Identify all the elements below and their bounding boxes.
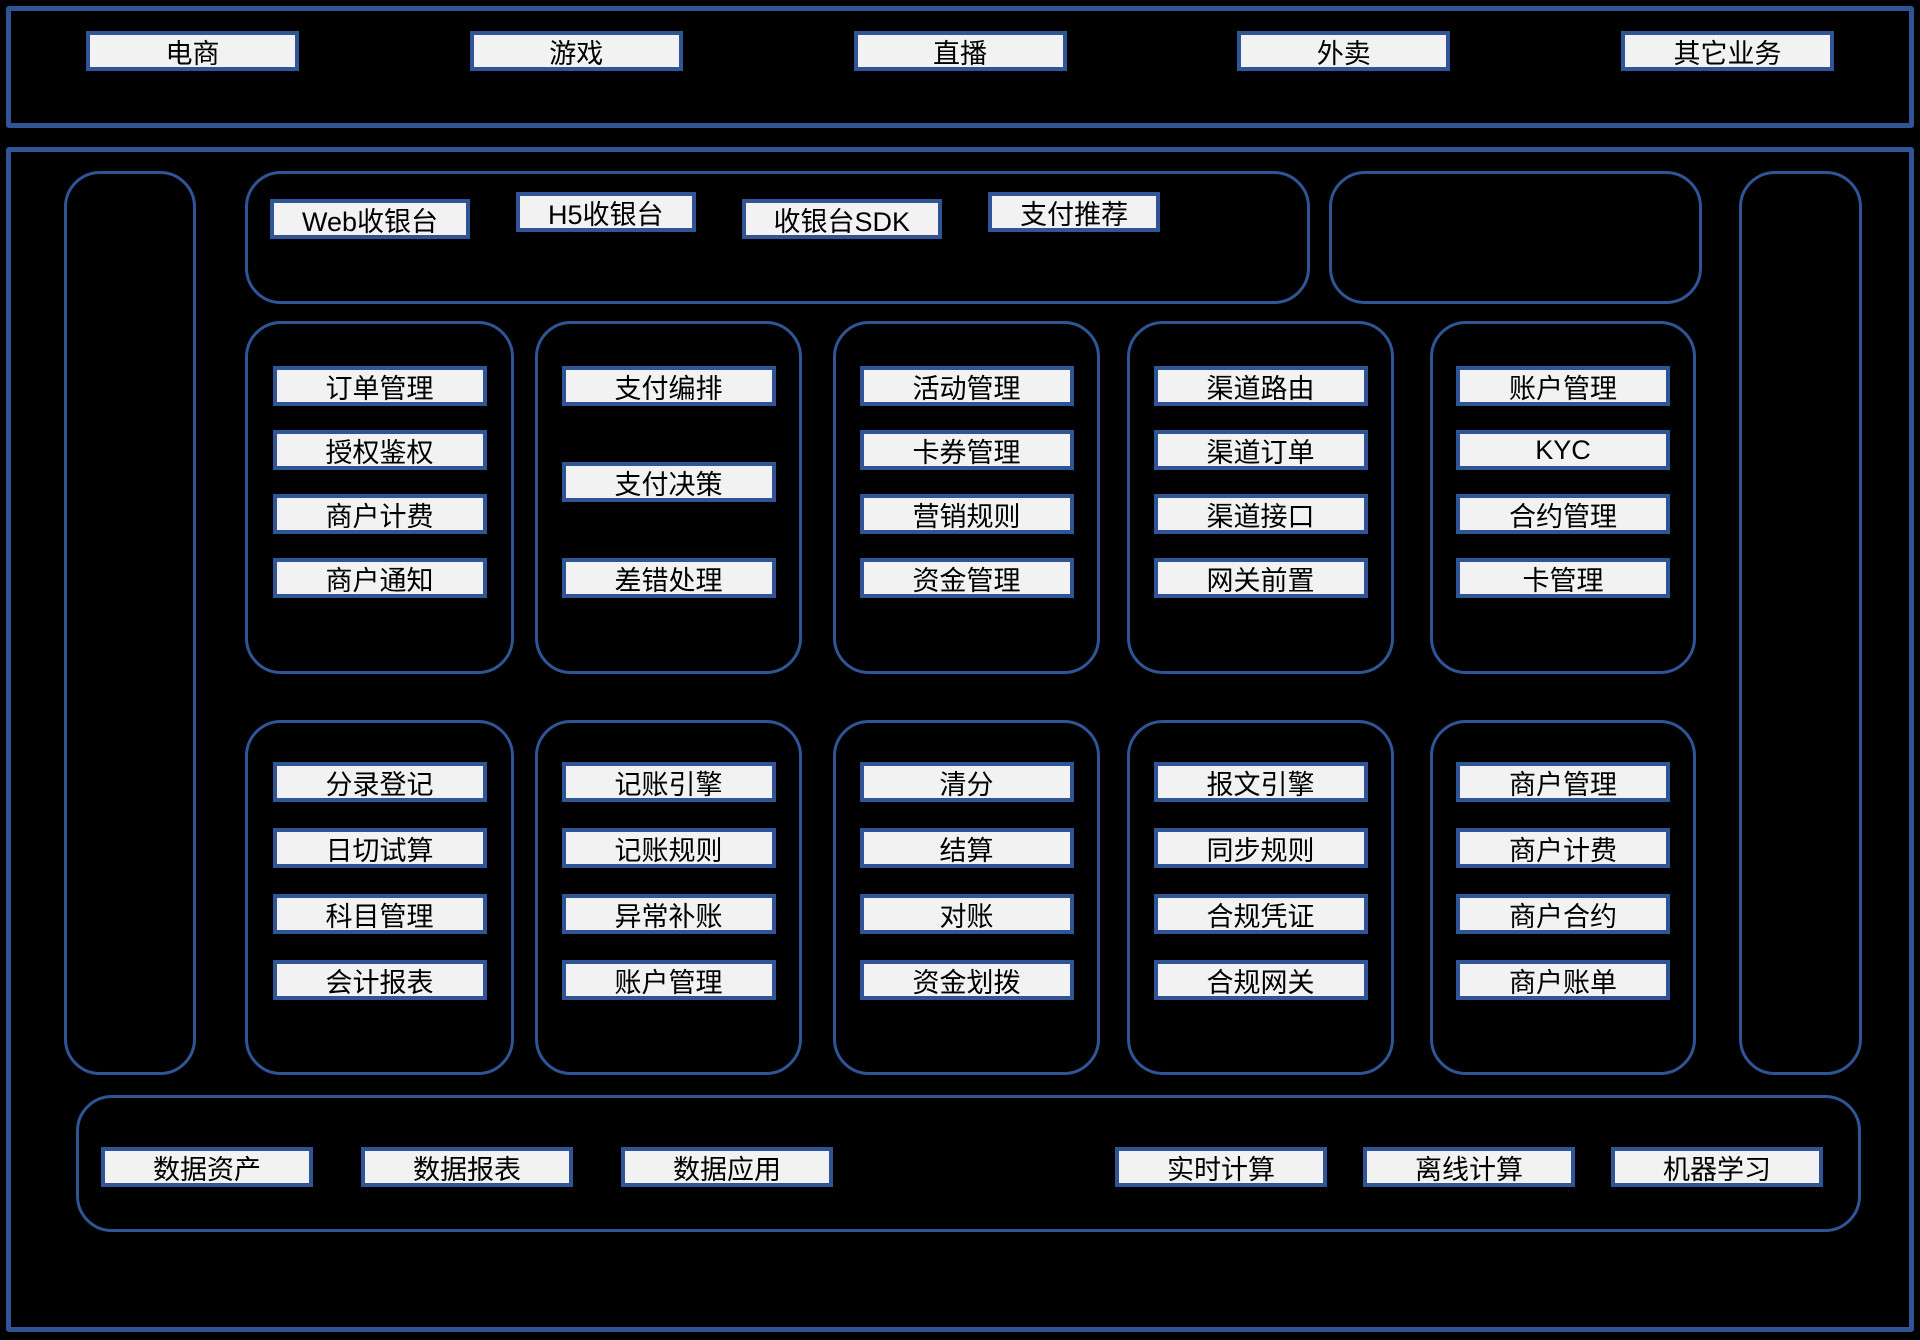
cashier-access-item: H5收银台 (516, 192, 696, 232)
module-group-order: 订单管理授权鉴权商户计费商户通知 (245, 321, 514, 674)
module-group-ledger: 分录登记日切试算科目管理会计报表 (245, 720, 514, 1075)
module-item: 合规凭证 (1153, 894, 1368, 934)
module-item: 授权鉴权 (272, 430, 487, 470)
module-group-channel: 渠道路由渠道订单渠道接口网关前置 (1127, 321, 1394, 674)
module-item: 合约管理 (1456, 494, 1670, 534)
cashier-access-item: Web收银台 (270, 199, 471, 239)
cashier-access-item: 收银台SDK (741, 199, 943, 239)
business-item: 直播 (853, 31, 1067, 71)
module-item: 异常补账 (561, 894, 776, 934)
data-platform-item: 数据应用 (621, 1147, 833, 1187)
module-item: 卡券管理 (859, 430, 1074, 470)
module-item: 资金管理 (859, 558, 1074, 598)
module-item: 会计报表 (272, 960, 487, 1000)
module-item: 科目管理 (272, 894, 487, 934)
module-item: 营销规则 (859, 494, 1074, 534)
data-platform-item: 离线计算 (1363, 1147, 1575, 1187)
data-platform-band: 数据资产 数据报表 数据应用 实时计算离线计算机器学习 (76, 1095, 1861, 1232)
module-item: 卡管理 (1456, 558, 1670, 598)
module-item: 商户账单 (1456, 960, 1670, 1000)
module-group-account: 账户管理 KYC 合约管理卡管理 (1430, 321, 1696, 674)
module-item: 渠道路由 (1153, 366, 1368, 406)
module-item: 账户管理 (1456, 366, 1670, 406)
module-item: 差错处理 (561, 558, 776, 598)
module-group-merchant: 商户管理商户计费商户合约商户账单 (1430, 720, 1696, 1075)
module-group-payment: 支付编排支付决策差错处理 (535, 321, 802, 674)
module-item: 记账规则 (561, 828, 776, 868)
module-item: KYC (1456, 430, 1670, 470)
data-platform-item: 数据报表 (361, 1147, 573, 1187)
module-item: 清分 (859, 762, 1074, 802)
module-item: 账户管理 (561, 960, 776, 1000)
module-item: 渠道接口 (1153, 494, 1368, 534)
module-group-compliance: 报文引擎同步规则合规凭证合规网关 (1127, 720, 1394, 1075)
module-item: 商户计费 (272, 494, 487, 534)
module-item: 支付决策 (561, 462, 776, 502)
module-item: 渠道订单 (1153, 430, 1368, 470)
module-item: 资金划拨 (859, 960, 1074, 1000)
module-item: 同步规则 (1153, 828, 1368, 868)
business-layer-bar: 电商 游戏 直播 外卖 其它业务 (6, 6, 1914, 128)
module-item: 日切试算 (272, 828, 487, 868)
module-item: 商户管理 (1456, 762, 1670, 802)
data-platform-item: 数据资产 (101, 1147, 313, 1187)
module-group-bookkeeping: 记账引擎记账规则异常补账账户管理 (535, 720, 802, 1075)
business-item: 其它业务 (1621, 31, 1834, 71)
module-item: 商户合约 (1456, 894, 1670, 934)
module-item: 分录登记 (272, 762, 487, 802)
module-item: 支付编排 (561, 366, 776, 406)
module-item: 报文引擎 (1153, 762, 1368, 802)
module-group-marketing: 活动管理卡券管理营销规则资金管理 (833, 321, 1100, 674)
module-item: 商户通知 (272, 558, 487, 598)
right-sidebar-panel (1739, 171, 1862, 1075)
platform-frame: Web收银台 H5收银台 收银台SDK 支付推荐 订单管理授权鉴权商户计费商户通… (6, 147, 1914, 1332)
module-item: 网关前置 (1153, 558, 1368, 598)
business-item: 电商 (86, 31, 299, 71)
cashier-access-group: Web收银台 H5收银台 收银台SDK 支付推荐 (245, 171, 1310, 304)
business-item: 游戏 (469, 31, 683, 71)
module-item: 结算 (859, 828, 1074, 868)
cashier-access-item: 支付推荐 (988, 192, 1161, 232)
module-item: 对账 (859, 894, 1074, 934)
module-group-clearing: 清分结算对账资金划拨 (833, 720, 1100, 1075)
business-item: 外卖 (1237, 31, 1451, 71)
module-item: 活动管理 (859, 366, 1074, 406)
module-item: 合规网关 (1153, 960, 1368, 1000)
module-item: 商户计费 (1456, 828, 1670, 868)
data-platform-right-group: 实时计算离线计算机器学习 (1115, 1147, 1823, 1187)
left-sidebar-panel (64, 171, 196, 1075)
module-item: 记账引擎 (561, 762, 776, 802)
data-platform-item: 机器学习 (1611, 1147, 1823, 1187)
module-item: 订单管理 (272, 366, 487, 406)
access-extra-panel (1329, 171, 1702, 304)
data-platform-item: 实时计算 (1115, 1147, 1327, 1187)
data-platform-left-group: 数据资产 数据报表 数据应用 (101, 1147, 833, 1187)
